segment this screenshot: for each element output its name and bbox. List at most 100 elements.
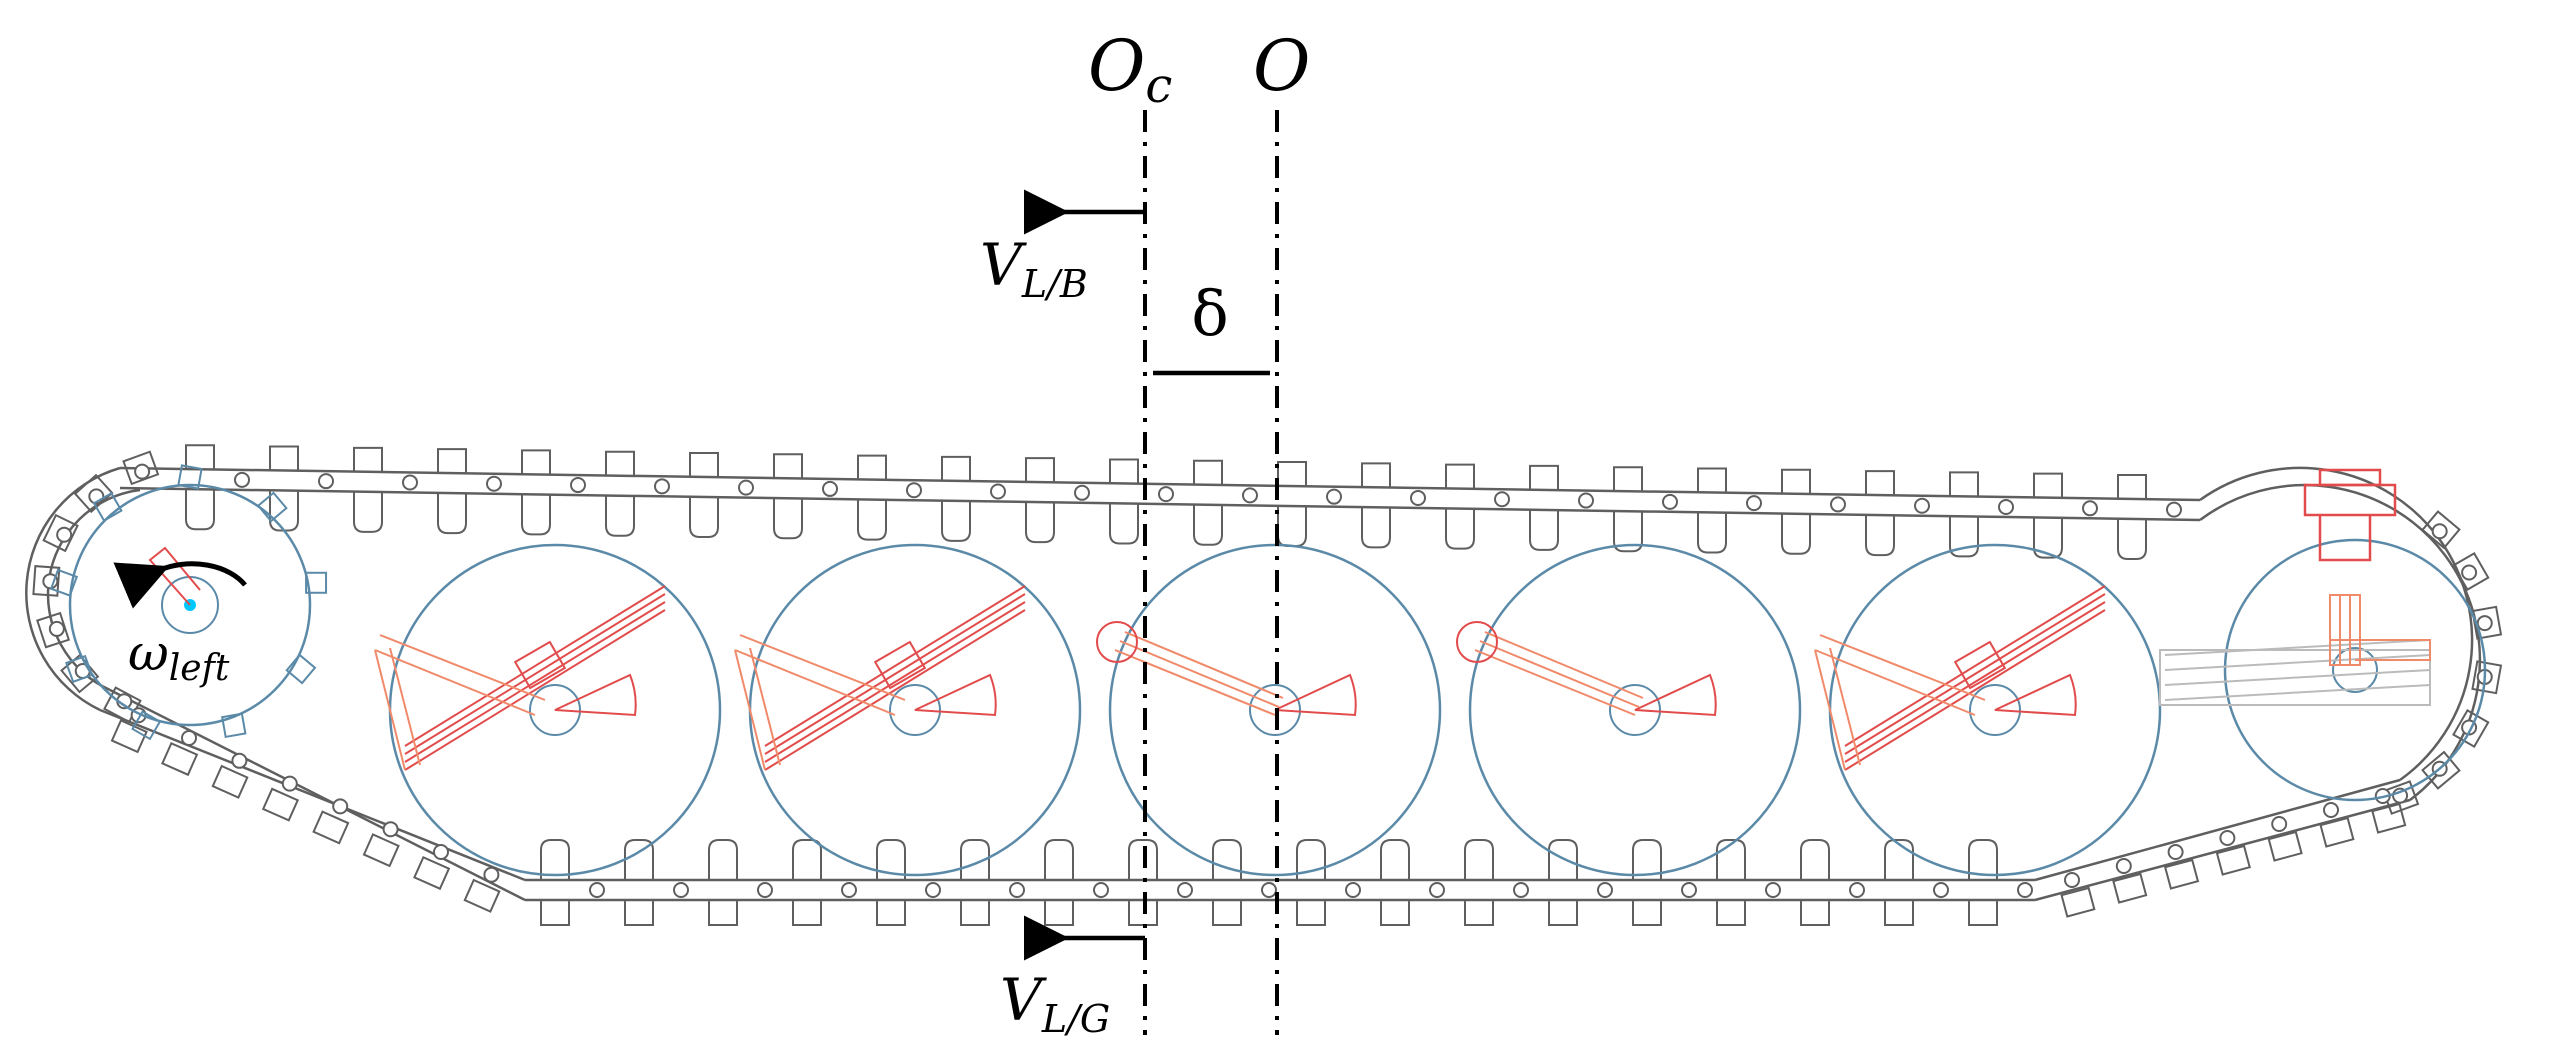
- track-shoe: [1968, 839, 1998, 926]
- drive-sprocket: [49, 464, 328, 741]
- track-pin: [1177, 882, 1193, 898]
- track-pin: [2167, 844, 2184, 860]
- sprocket-tooth: [49, 568, 79, 597]
- vlg-label-sub: L/G: [1041, 997, 1110, 1041]
- track-right-diagonal-outer: [2034, 778, 2401, 882]
- oc-label: Oc: [1088, 25, 1172, 114]
- track-shoe: [1109, 458, 1139, 545]
- sprocket-tooth: [256, 491, 288, 523]
- track-shoe: [161, 741, 199, 777]
- omega-label-sub: left: [169, 648, 230, 689]
- track-pin: [433, 844, 449, 860]
- track-pin: [925, 882, 941, 898]
- track-pin: [1830, 496, 1846, 513]
- track-pin: [906, 482, 922, 499]
- track-pin: [1662, 493, 1678, 510]
- idler-top-mount: [2303, 468, 2397, 562]
- track-shoe: [2215, 844, 2251, 876]
- track-shoe: [2371, 802, 2407, 834]
- track-pin: [1597, 882, 1613, 898]
- track-shoe: [1548, 839, 1578, 926]
- track-pin: [757, 882, 773, 898]
- track-pin: [2082, 500, 2098, 517]
- track-right-wrap-inner: [2199, 483, 2482, 801]
- track-shoe: [185, 444, 215, 531]
- track-shoe: [2471, 605, 2503, 640]
- track-pin: [1998, 499, 2014, 516]
- omega-label-main: ω: [128, 624, 169, 682]
- track-pin: [48, 620, 65, 637]
- track-pin: [402, 474, 418, 491]
- track-pin: [2271, 816, 2288, 832]
- oc-label-main: O: [1088, 25, 1145, 107]
- road-wheel: [734, 543, 1082, 877]
- sprocket-tooth: [177, 464, 203, 490]
- track-pin: [1914, 497, 1930, 514]
- idler-wheel: [2159, 468, 2487, 802]
- track-pin: [654, 478, 670, 495]
- track-shoes-top: [32, 444, 2503, 815]
- track-shoe: [2163, 858, 2200, 890]
- trailing-arm: [1096, 621, 1284, 716]
- track-shoe: [792, 839, 822, 926]
- track-pin: [1074, 484, 1090, 501]
- track-pin: [56, 526, 73, 543]
- track-shoe: [211, 764, 249, 799]
- track-shoe: [261, 787, 300, 822]
- road-wheel: [1096, 543, 1442, 877]
- track-shoe: [1613, 466, 1643, 553]
- track-pin: [1410, 489, 1426, 506]
- track-shoe: [413, 855, 451, 891]
- track-shoe: [857, 454, 887, 541]
- road-wheels: [374, 543, 2162, 877]
- track-pin: [2017, 882, 2033, 898]
- track-shoes-bottom: [110, 719, 2407, 926]
- track-shoe: [1949, 471, 1979, 558]
- vlb-label-sub: L/B: [1021, 262, 1088, 306]
- road-wheel: [1456, 543, 1802, 877]
- track-shoe: [2112, 872, 2148, 904]
- suspension-link-secondary: [374, 634, 546, 771]
- track-pin: [822, 480, 838, 497]
- track-left-diagonal-inner: [109, 688, 526, 902]
- track-pin: [1746, 495, 1762, 512]
- track-shoe: [689, 451, 719, 538]
- track-pin: [841, 882, 857, 898]
- vlb-label-main: V: [980, 231, 1027, 299]
- track-shoe: [1212, 839, 1242, 926]
- suspension-link-secondary: [1814, 634, 1986, 771]
- track-pin: [990, 483, 1006, 500]
- sprocket-tooth: [131, 710, 162, 741]
- track-left-diagonal-outer: [99, 708, 526, 882]
- track-pin: [231, 752, 248, 769]
- track-pin: [234, 471, 250, 488]
- sprocket-arm: [148, 546, 201, 606]
- track-pin: [2166, 501, 2182, 518]
- track-shoe: [362, 833, 400, 868]
- track-pin: [134, 463, 151, 480]
- track-pin: [2461, 564, 2478, 581]
- track-pin: [1326, 488, 1342, 505]
- track-shoe: [353, 446, 383, 533]
- track-shoe: [1193, 459, 1223, 546]
- track-shoe: [2117, 473, 2147, 560]
- sprocket-tooth: [65, 654, 94, 684]
- track-pin: [2431, 523, 2448, 540]
- track-pin: [1345, 882, 1361, 898]
- track-pin: [1578, 492, 1594, 509]
- track-shoe: [2452, 552, 2490, 591]
- track-shoe: [1800, 839, 1830, 926]
- track-shoe: [1296, 839, 1326, 926]
- track-pin: [486, 475, 502, 492]
- vlb-label: VL/B: [980, 231, 1088, 306]
- track-pin: [1849, 882, 1865, 898]
- suspension-linkage: [404, 585, 666, 771]
- track-shoe: [437, 448, 467, 535]
- track-shoe: [2319, 816, 2355, 848]
- track-pin: [1158, 486, 1174, 503]
- track-pin: [2115, 858, 2132, 874]
- track-shoe: [1277, 461, 1307, 548]
- track-pin: [1494, 491, 1510, 508]
- track-right-diagonal-inner: [2034, 798, 2411, 902]
